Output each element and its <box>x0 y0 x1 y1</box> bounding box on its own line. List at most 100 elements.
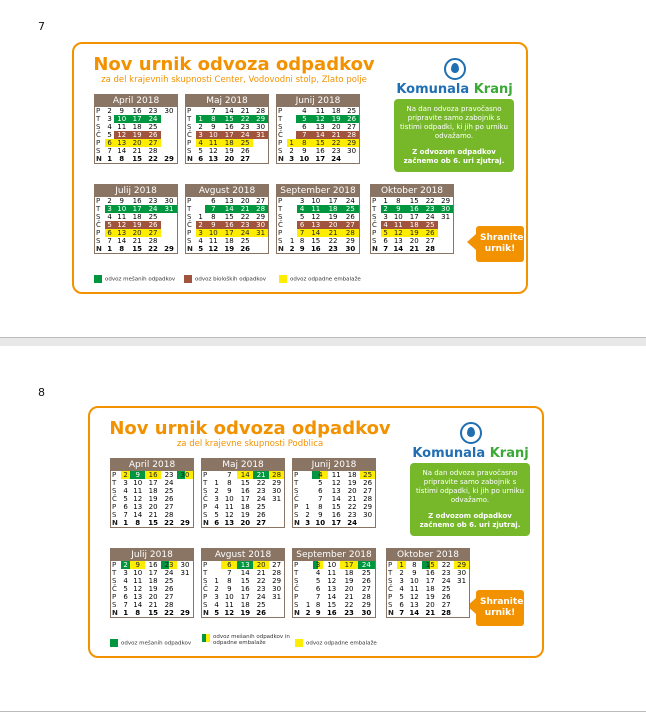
day-cell: 8 <box>299 237 305 245</box>
weekday-label: S <box>187 213 192 221</box>
weekday-label: Č <box>372 221 377 229</box>
page-number: 7 <box>38 20 45 33</box>
day-cell: 25 <box>341 205 359 213</box>
day-cell: 29 <box>361 601 371 609</box>
schedule-card: Nov urnik odvoza odpadkov za del krajevn… <box>88 406 544 658</box>
day-cell: 15 <box>240 577 250 585</box>
day-cell: 6 <box>214 519 220 527</box>
weekday-label: S <box>294 487 299 495</box>
day-cell: 30 <box>253 221 268 229</box>
day-cell: 1 <box>214 479 219 487</box>
info-bold-text: Z odvozom odpadkov začnemo ob 6. uri zju… <box>403 148 505 165</box>
weekday-label: Č <box>96 221 101 229</box>
weekday-label: S <box>187 147 192 155</box>
day-cell: 12 <box>114 131 130 139</box>
day-cell <box>177 577 193 585</box>
day-cell: 24 <box>237 131 254 139</box>
day-cell: 26 <box>361 577 371 585</box>
day-cell: 14 <box>240 569 250 577</box>
day-cell: 18 <box>344 569 354 577</box>
day-cell: 9 <box>205 221 222 229</box>
day-cell: 17 <box>340 561 358 569</box>
weekday-label: N <box>203 519 209 527</box>
day-cell: 14 <box>117 237 127 245</box>
weekday-label: S <box>388 601 393 609</box>
day-cell: 5 <box>315 577 321 585</box>
day-cell: 20 <box>425 601 435 609</box>
day-cell: 19 <box>129 131 146 139</box>
day-cell: 24 <box>145 205 162 213</box>
day-cell: 26 <box>164 495 174 503</box>
day-cell: 8 <box>135 519 141 527</box>
day-cell: 3 <box>305 519 311 527</box>
day-cell: 21 <box>132 147 142 155</box>
day-cell: 10 <box>114 205 130 213</box>
legend-swatch <box>110 639 118 647</box>
day-cell: 30 <box>347 147 357 155</box>
page-number: 8 <box>38 386 45 399</box>
day-cell: 8 <box>318 503 323 511</box>
weekday-label: P <box>372 229 377 237</box>
day-cell: 23 <box>256 585 266 593</box>
day-cell: 13 <box>208 155 219 163</box>
day-cell: 29 <box>272 577 282 585</box>
day-cell: 21 <box>328 131 345 139</box>
day-cell <box>161 139 177 147</box>
day-cell: 17 <box>240 495 250 503</box>
day-cell: 7 <box>315 593 321 601</box>
day-cell: 21 <box>409 245 420 253</box>
day-cell: 2 <box>214 585 219 593</box>
day-cell <box>287 221 297 229</box>
day-cell: 18 <box>240 503 250 511</box>
weekday-label: N <box>187 245 193 253</box>
day-cell: 10 <box>133 569 143 577</box>
water-drop-icon <box>443 58 466 80</box>
day-cell: 9 <box>390 205 407 213</box>
weekday-label: Č <box>112 495 117 503</box>
weekday-label: P <box>294 471 299 479</box>
weekday-label: T <box>203 569 208 577</box>
day-cell: 12 <box>409 593 419 601</box>
day-cell: 24 <box>441 577 451 585</box>
weekday-label: Č <box>294 585 299 593</box>
day-cell: 19 <box>148 495 158 503</box>
weekday-label: Č <box>388 585 393 593</box>
day-cell: 13 <box>224 519 235 527</box>
day-cell: 3 <box>214 495 219 503</box>
day-cell: 22 <box>148 155 158 163</box>
day-cell <box>161 229 177 237</box>
day-cell: 3 <box>196 131 206 139</box>
day-cell: 24 <box>345 197 355 205</box>
day-cell: 27 <box>164 593 174 601</box>
day-cell: 8 <box>227 479 232 487</box>
weekday-label: P <box>96 197 101 205</box>
weekday-label: T <box>203 479 208 487</box>
day-cell <box>454 609 469 617</box>
month-title: Maj 2018 <box>186 95 268 107</box>
day-cell: 17 <box>129 205 146 213</box>
logo-text: Komunala Kranj <box>396 82 513 97</box>
day-cell: 23 <box>148 107 158 115</box>
day-cell: 8 <box>205 115 222 123</box>
legend-swatch <box>279 275 287 283</box>
day-cell <box>303 479 312 487</box>
day-cell: 27 <box>272 561 282 569</box>
day-cell: 16 <box>132 107 142 115</box>
day-cell: 17 <box>315 155 326 163</box>
day-cell: 19 <box>224 245 235 253</box>
day-cell: 14 <box>224 107 234 115</box>
day-cell: 13 <box>331 487 341 495</box>
day-cell: 7 <box>123 511 128 519</box>
day-cell: 7 <box>318 495 323 503</box>
day-cell: 29 <box>164 155 174 163</box>
day-cell: 14 <box>409 609 420 617</box>
day-cell: 12 <box>114 221 130 229</box>
day-cell: 18 <box>221 139 238 147</box>
day-cell: 18 <box>406 221 423 229</box>
day-cell <box>269 503 284 511</box>
day-cell: 26 <box>240 147 250 155</box>
day-cell: 21 <box>344 593 354 601</box>
day-cell: 3 <box>299 197 305 205</box>
